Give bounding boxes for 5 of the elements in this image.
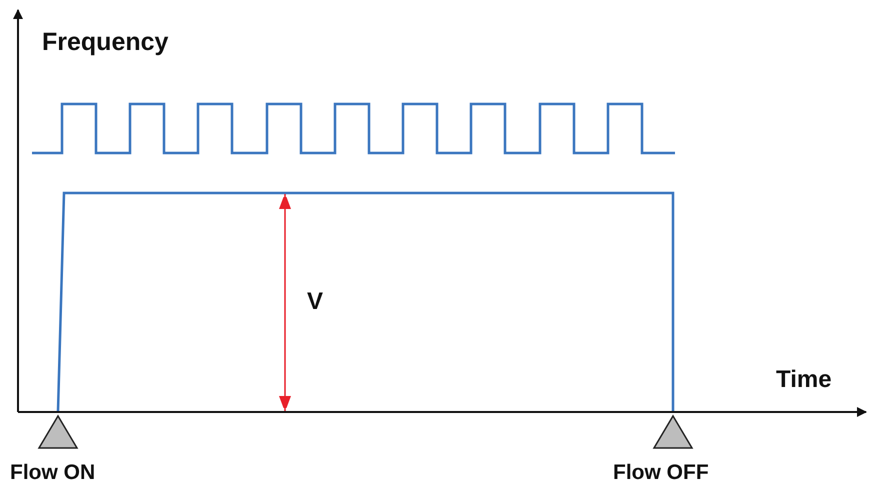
axis-label: Time bbox=[776, 368, 832, 392]
axis-label: V bbox=[307, 290, 324, 314]
axis-label: Frequency bbox=[42, 30, 168, 55]
axis-label: Flow ON bbox=[10, 462, 96, 483]
axis-label: Flow OFF bbox=[613, 462, 709, 483]
